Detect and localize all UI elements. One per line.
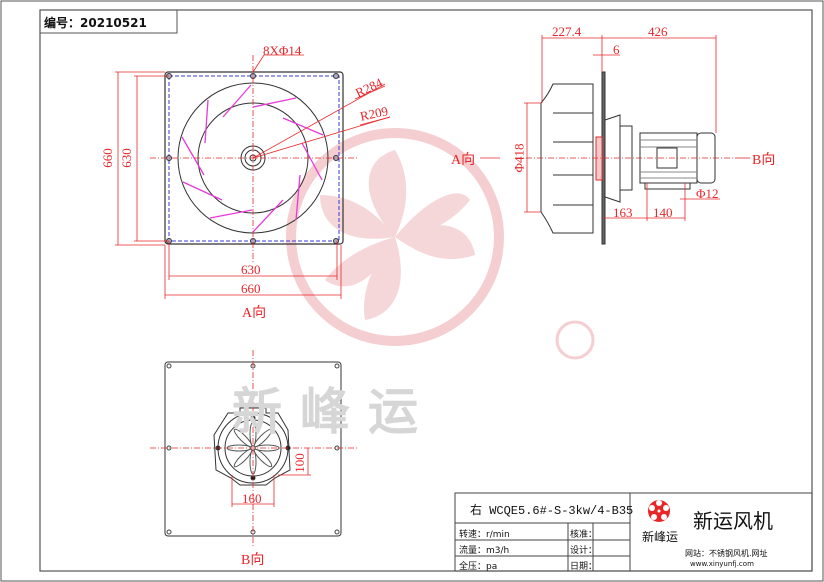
dim-diameter-418: Φ418 — [511, 143, 527, 173]
dim-6: 6 — [613, 42, 620, 57]
drawing-number-label: 编号： — [44, 16, 81, 30]
website-url: www.xinyunfj.com — [690, 560, 754, 568]
dim-630-vertical: 630 — [118, 148, 134, 168]
view-label-a: A向 — [242, 306, 267, 321]
model-number: 右 WCQE5.6#-S-3kw/4-B35 — [470, 504, 634, 518]
side-label-b: B向 — [752, 153, 776, 168]
hole-note: 8XΦ14 — [263, 43, 302, 58]
dim-660-vertical: 660 — [99, 148, 115, 168]
inner-frame — [39, 9, 813, 572]
drawing-number: 编号：20210521 — [44, 14, 147, 31]
spec-pressure: 全压：pa — [459, 562, 498, 572]
dim-163: 163 — [613, 205, 633, 220]
company-logo-icon — [648, 500, 670, 522]
title-block-grid — [454, 492, 813, 572]
dim-140: 140 — [653, 205, 673, 220]
side-label-a: A向 — [451, 153, 476, 168]
date-label: 日期： — [570, 562, 598, 572]
company-name: 新运风机 — [693, 509, 773, 533]
spec-speed: 转速：r/min — [459, 530, 510, 540]
website-label: 网站：不锈钢风机.网址 — [685, 549, 768, 558]
watermark-text: 新峰运 — [232, 383, 436, 441]
view-label-b: B向 — [241, 553, 265, 568]
rear-view — [150, 350, 358, 548]
spec-flow: 流量：m3/h — [459, 546, 510, 556]
dim-227-4: 227.4 — [552, 24, 582, 39]
drawing-number-box — [39, 9, 178, 34]
drawing-number-value: 20210521 — [80, 16, 147, 30]
dim-660-horizontal: 660 — [241, 281, 261, 296]
design-label: 设计： — [570, 546, 598, 556]
side-view — [480, 35, 750, 245]
watermark-logo-icon — [286, 128, 595, 360]
dim-foot-hole: Φ12 — [696, 186, 719, 201]
dim-630-horizontal: 630 — [241, 262, 261, 277]
dim-100: 100 — [291, 453, 307, 473]
logo-text: 新峰运 — [642, 530, 679, 544]
approve-label: 核准： — [570, 530, 598, 540]
plan-view — [115, 54, 391, 299]
dim-160: 160 — [242, 491, 262, 506]
dim-426: 426 — [648, 24, 668, 39]
